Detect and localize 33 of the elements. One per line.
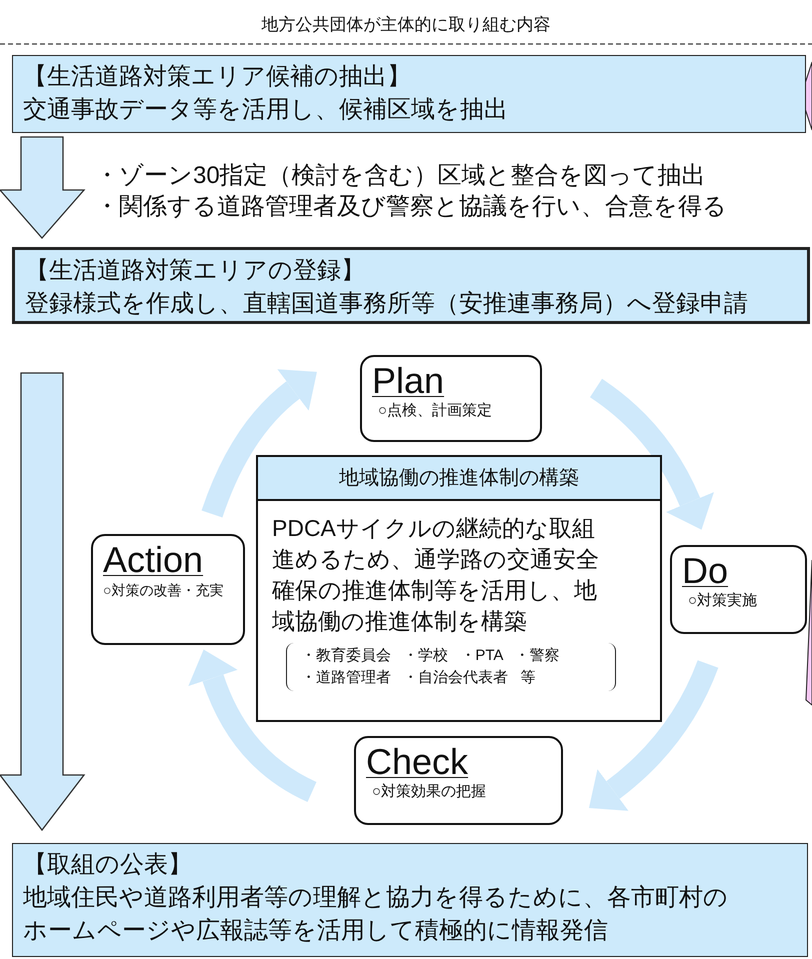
box-heading: 【生活道路対策エリア候補の抽出】 <box>23 62 412 92</box>
panel-heading: 地域協働の推進体制の構築 <box>258 457 660 501</box>
bullet-text: ・ゾーン30指定（検討を含む）区域と整合を図って抽出 <box>95 161 706 191</box>
step-title: Action <box>103 540 204 580</box>
step-box <box>360 355 542 442</box>
box-heading: 【取組の公表】 <box>23 850 193 880</box>
arrow <box>202 370 316 518</box>
panel-box <box>256 455 662 722</box>
step-box <box>354 736 563 825</box>
step-text: ○対策実施 <box>687 591 758 611</box>
process-box <box>12 247 810 324</box>
box-text: 地域住民や道路利用者等の理解と協力を得るために、各市町村のホームページや広報誌等を活用して積極的に情報発信 <box>23 883 729 946</box>
box-heading: 【生活道路対策エリアの登録】 <box>25 256 366 286</box>
list-line: ・道路管理者 ・自治会代表者 等 <box>301 668 536 688</box>
heading: 地方公共団体が主体的に取り組む内容 <box>260 14 552 36</box>
step-box <box>670 545 807 634</box>
box-text: 登録様式を作成し、直轄国道事務所等（安推連事務局）へ登録申請 <box>25 289 749 319</box>
process-box <box>12 55 806 133</box>
arrow <box>0 372 86 832</box>
arrow <box>0 136 86 239</box>
step-text: ○対策効果の把握 <box>371 782 488 802</box>
step-text: ○対策の改善・充実 <box>103 581 224 600</box>
step-title: Do <box>682 551 728 591</box>
step-text: ○点検、計画策定 <box>377 401 494 421</box>
list-line: ・教育委員会 ・学校 ・PTA ・警察 <box>301 646 561 666</box>
step-box <box>91 534 245 645</box>
panel-text: PDCAサイクルの継続的な取組進めるため、通学路の交通安全確保の推進体制等を活用し、地域協働の推進体制を構築 <box>272 514 600 636</box>
process-box <box>12 843 808 957</box>
arrow <box>589 660 718 810</box>
bullet-text: ・関係する道路管理者及び警察と協議を行い、合意を得る <box>95 192 727 222</box>
step-title: Plan <box>372 361 444 401</box>
box-text: 交通事故データ等を活用し、候補区域を抽出 <box>23 95 509 125</box>
step-title: Check <box>366 742 468 782</box>
